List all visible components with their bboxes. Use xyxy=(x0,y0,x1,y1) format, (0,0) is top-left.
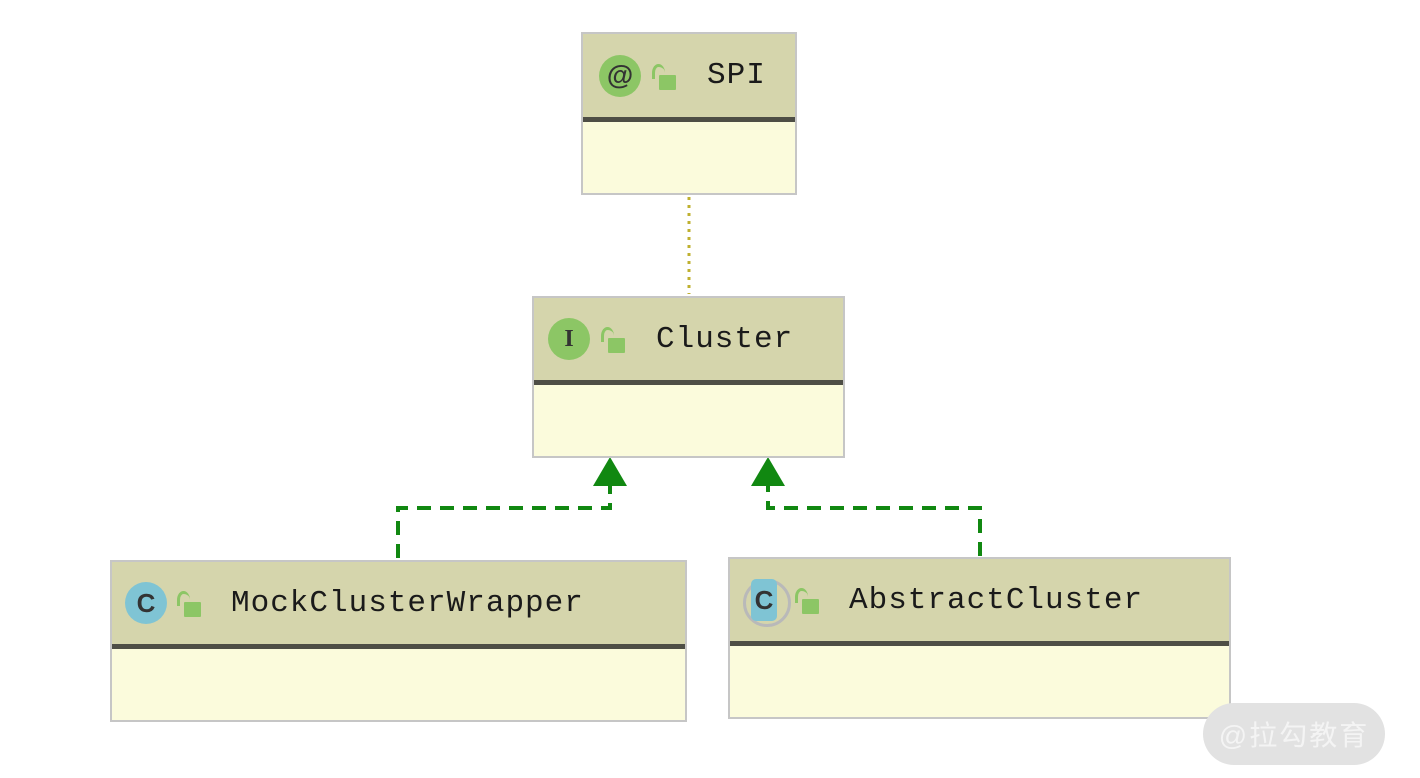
abstract-class-glyph: C xyxy=(751,579,777,621)
uml-node-title: AbstractCluster xyxy=(849,582,1144,618)
uml-node-cluster[interactable]: I Cluster xyxy=(532,296,845,458)
interface-glyph: I xyxy=(548,318,590,360)
edge-line xyxy=(396,486,612,558)
annotation-icon: @ xyxy=(599,54,641,97)
class-icon: C xyxy=(125,582,167,624)
uml-node-title: Cluster xyxy=(656,321,794,357)
uml-node-header: C MockClusterWrapper xyxy=(112,562,685,649)
abstract-class-icon: C xyxy=(743,579,791,627)
unlocked-padlock-icon xyxy=(651,61,677,91)
uml-node-abstractcluster[interactable]: C AbstractCluster xyxy=(728,557,1231,719)
uml-node-spi[interactable]: @ SPI xyxy=(581,32,797,195)
uml-node-header: C AbstractCluster xyxy=(730,559,1229,646)
unlocked-padlock-icon xyxy=(176,588,202,618)
edge-realization-abstractcluster-to-cluster xyxy=(751,457,982,556)
uml-node-header: I Cluster xyxy=(534,298,843,385)
edge-line xyxy=(766,486,982,556)
watermark-text: @拉勾教育 xyxy=(1218,720,1370,751)
edge-arrowhead xyxy=(751,457,785,486)
class-glyph: C xyxy=(125,582,167,624)
edge-realization-mockclusterwrapper-to-cluster xyxy=(396,457,627,558)
uml-node-members xyxy=(730,646,1229,717)
uml-node-header: @ SPI xyxy=(583,34,795,122)
uml-node-members xyxy=(583,122,795,193)
edge-arrowhead xyxy=(593,457,627,486)
uml-node-members xyxy=(534,385,843,456)
uml-node-mockclusterwrapper[interactable]: C MockClusterWrapper xyxy=(110,560,687,722)
uml-node-title: MockClusterWrapper xyxy=(231,585,584,621)
interface-icon: I xyxy=(548,318,590,360)
annotation-glyph: @ xyxy=(599,54,641,97)
watermark: @拉勾教育 xyxy=(1203,703,1385,765)
uml-node-members xyxy=(112,649,685,720)
unlocked-padlock-icon xyxy=(600,324,626,354)
uml-node-title: SPI xyxy=(707,58,766,93)
unlocked-padlock-icon xyxy=(794,585,820,615)
